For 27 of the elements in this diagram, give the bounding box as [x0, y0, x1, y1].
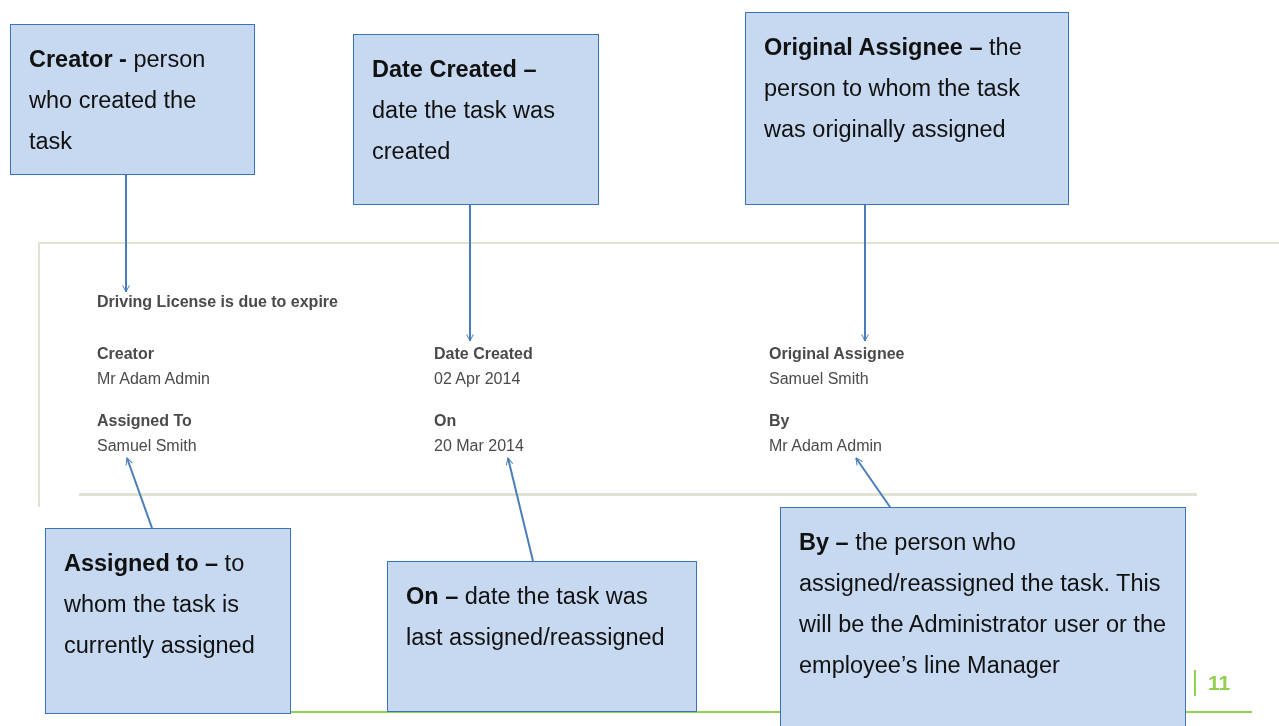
field-label: Date Created	[434, 344, 533, 364]
field-label: Assigned To	[97, 411, 193, 431]
leader-arrow	[466, 204, 474, 342]
field-value: Mr Adam Admin	[97, 369, 210, 389]
field-value: Mr Adam Admin	[769, 436, 882, 456]
leader-arrow	[855, 457, 891, 508]
leader-arrow	[122, 174, 130, 293]
field-label: By	[769, 411, 791, 431]
field-label: Original Assignee	[769, 344, 905, 364]
field-value: 02 Apr 2014	[434, 369, 522, 389]
callout-box: Creator - person who created the task	[10, 24, 255, 175]
callout-box: Assigned to – to whom the task is currently assigned	[45, 528, 291, 714]
task-panel	[38, 242, 1279, 507]
callout-box: Original Assignee – the person to whom the task was originally assigned	[745, 12, 1069, 205]
field-value: Samuel Smith	[97, 436, 197, 456]
task-title: Driving License is due to expire	[97, 292, 338, 312]
leader-arrow	[505, 457, 534, 562]
field-label: On	[434, 411, 458, 431]
leader-arrow	[125, 457, 153, 529]
callout-box: Date Created – date the task was created	[353, 34, 599, 205]
callout-box: By – the person who assigned/reassigned the task. This will be the Administrator user or the employee’s line Manager	[780, 507, 1186, 726]
callout-box: On – date the task was last assigned/reassigned	[387, 561, 697, 712]
field-value: Samuel Smith	[769, 369, 870, 389]
page-number: 11	[1194, 670, 1231, 696]
leader-arrow	[861, 204, 869, 342]
field-value: 20 Mar 2014	[434, 436, 524, 456]
field-label: Creator	[97, 344, 155, 364]
